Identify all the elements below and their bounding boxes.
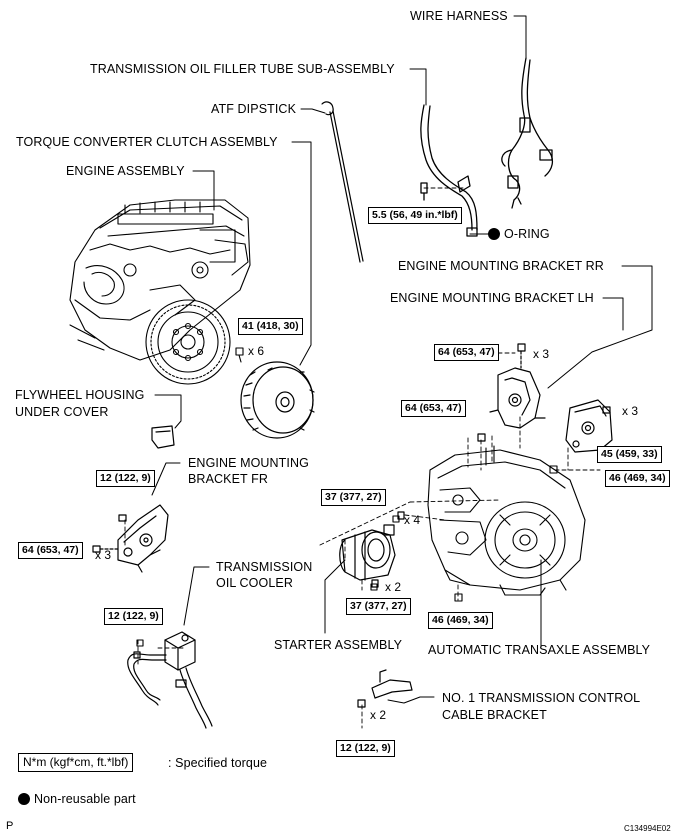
torque-cable-bracket: 12 (122, 9) bbox=[336, 740, 395, 757]
torque-bracket-lh: 45 (459, 33) bbox=[597, 446, 662, 463]
torque-starter-bottom: 37 (377, 27) bbox=[346, 598, 411, 615]
bracket-fr-drawing bbox=[92, 504, 169, 573]
legend-torque-box: N*m (kgf*cm, ft.*lbf) bbox=[18, 753, 134, 772]
label-oil-cooler-line1: TRANSMISSION bbox=[216, 560, 313, 574]
torque-bracket-fr-top: 12 (122, 9) bbox=[96, 470, 155, 487]
qty-bracket-rr-top: x 3 bbox=[533, 347, 550, 361]
legend-torque-desc: : Specified torque bbox=[168, 756, 268, 770]
torque-starter-top: 37 (377, 27) bbox=[321, 489, 386, 506]
under-cover-drawing bbox=[151, 425, 175, 449]
qty-bracket-lh: x 3 bbox=[622, 404, 639, 418]
cable-bracket-drawing bbox=[357, 669, 413, 708]
label-cable-bracket-line1: NO. 1 TRANSMISSION CONTROL bbox=[442, 691, 641, 705]
legend-nonreusable: Non-reusable part bbox=[18, 792, 136, 807]
converter-bolt bbox=[235, 347, 244, 363]
label-oil-cooler-line2: OIL COOLER bbox=[216, 576, 293, 590]
label-torque-converter: TORQUE CONVERTER CLUTCH ASSEMBLY bbox=[16, 135, 278, 149]
label-atf-dipstick: ATF DIPSTICK bbox=[211, 102, 297, 116]
label-engine-assembly: ENGINE ASSEMBLY bbox=[66, 164, 185, 178]
label-bracket-rr: ENGINE MOUNTING BRACKET RR bbox=[398, 259, 604, 273]
label-o-ring: O-RING bbox=[488, 227, 550, 242]
starter-drawing bbox=[339, 511, 405, 588]
oil-cooler-drawing bbox=[127, 631, 213, 729]
o-ring-text: O-RING bbox=[504, 227, 550, 241]
torque-filler-tube: 5.5 (56, 49 in.*lbf) bbox=[368, 207, 462, 224]
bracket-lh-drawing bbox=[565, 399, 613, 453]
label-transaxle: AUTOMATIC TRANSAXLE ASSEMBLY bbox=[428, 643, 651, 657]
qty-starter-bottom: x 2 bbox=[385, 580, 402, 594]
torque-converter: 41 (418, 30) bbox=[238, 318, 303, 335]
misc-bolts bbox=[136, 515, 400, 647]
label-filler-tube: TRANSMISSION OIL FILLER TUBE SUB-ASSEMBL… bbox=[90, 62, 395, 76]
label-bracket-fr-line1: ENGINE MOUNTING bbox=[188, 456, 309, 470]
label-starter: STARTER ASSEMBLY bbox=[274, 638, 403, 652]
non-reusable-dot-icon bbox=[488, 228, 500, 240]
qty-cable-bracket: x 2 bbox=[370, 708, 387, 722]
torque-oil-cooler: 12 (122, 9) bbox=[104, 608, 163, 625]
label-cable-bracket-line2: CABLE BRACKET bbox=[442, 708, 547, 722]
label-bracket-fr-line2: BRACKET FR bbox=[188, 472, 268, 486]
label-flywheel-cover-line2: UNDER COVER bbox=[15, 405, 109, 419]
legend-nonreusable-text: Non-reusable part bbox=[34, 792, 136, 806]
qty-converter: x 6 bbox=[248, 344, 265, 358]
torque-bracket-fr-left: 64 (653, 47) bbox=[18, 542, 83, 559]
label-bracket-lh: ENGINE MOUNTING BRACKET LH bbox=[390, 291, 594, 305]
label-wire-harness: WIRE HARNESS bbox=[410, 9, 508, 23]
engine-drawing bbox=[69, 199, 251, 385]
transaxle-drawing bbox=[427, 445, 586, 602]
torque-transaxle-bottom: 46 (469, 34) bbox=[428, 612, 493, 629]
qty-starter-top: x 4 bbox=[404, 513, 421, 527]
bracket-rr-drawing bbox=[477, 343, 546, 442]
label-flywheel-cover-line1: FLYWHEEL HOUSING bbox=[15, 388, 145, 402]
torque-converter-drawing bbox=[240, 361, 315, 439]
torque-bracket-rr-mid: 64 (653, 47) bbox=[401, 400, 466, 417]
filler-tube-drawing bbox=[420, 104, 478, 237]
qty-bracket-fr: x 3 bbox=[95, 548, 112, 562]
dipstick-drawing bbox=[321, 101, 364, 263]
torque-bracket-rr-top: 64 (653, 47) bbox=[434, 344, 499, 361]
wire-harness-drawing bbox=[501, 57, 554, 209]
page-mark: P bbox=[6, 820, 14, 832]
torque-transaxle-right: 46 (469, 34) bbox=[605, 470, 670, 487]
non-reusable-legend-dot-icon bbox=[18, 793, 30, 805]
figure-code: C134994E02 bbox=[624, 824, 671, 833]
